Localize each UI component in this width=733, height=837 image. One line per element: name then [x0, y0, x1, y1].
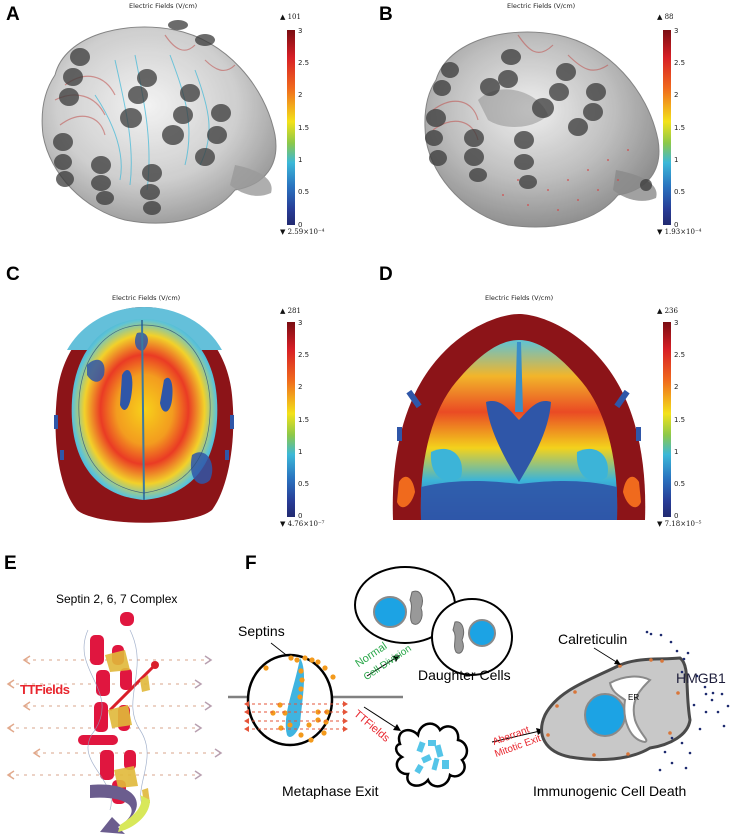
- panel-letter-a: A: [6, 4, 20, 25]
- panel-letter-c: C: [6, 264, 20, 285]
- panel-letter-b: B: [379, 4, 393, 25]
- panel-letter-e: E: [4, 553, 17, 574]
- panel-letter-d: D: [379, 264, 393, 285]
- colorbar-d: [663, 322, 671, 517]
- colorbar-max-b: ▲ 88: [657, 13, 674, 21]
- colorbar-max-c: ▲ 281: [280, 307, 301, 315]
- septin-complex-title: Septin 2, 6, 7 Complex: [56, 592, 178, 606]
- metaphase-exit-label: Metaphase Exit: [282, 783, 379, 799]
- coronal-field-map: [392, 314, 646, 520]
- hmgb1-label: HMGB1: [676, 670, 726, 686]
- head-model-3d-a: [41, 20, 277, 224]
- daughter-cells-label: Daughter Cells: [418, 667, 511, 683]
- er-label: ER: [628, 693, 640, 702]
- immunogenic-cell-death-label: Immunogenic Cell Death: [533, 783, 687, 799]
- colorbar-c: [287, 322, 295, 517]
- colorbar-max-d: ▲ 236: [657, 307, 678, 315]
- colorbar-min-a: ▼ 2.59×10⁻⁴: [280, 228, 325, 236]
- plot-title-a: Electric Fields (V/cm): [129, 2, 198, 10]
- colorbar-b: [663, 30, 671, 225]
- colorbar-a: [287, 30, 295, 225]
- head-model-3d-b: [424, 31, 660, 228]
- colorbar-min-c: ▼ 4.76×10⁻⁷: [280, 520, 325, 528]
- axial-field-map: [54, 307, 234, 523]
- plot-title-d: Electric Fields (V/cm): [485, 294, 554, 302]
- plot-title-c: Electric Fields (V/cm): [112, 294, 181, 302]
- panel-letter-f: F: [245, 553, 257, 574]
- calreticulin-label: Calreticulin: [558, 631, 628, 647]
- septin-complex-structure: [6, 612, 223, 834]
- plot-title-b: Electric Fields (V/cm): [507, 2, 576, 10]
- ttfields-label-e: TTFields: [20, 682, 70, 697]
- colorbar-min-b: ▼ 1.93×10⁻⁴: [657, 228, 702, 236]
- colorbar-max-a: ▲ 101: [280, 13, 301, 21]
- septins-label: Septins: [238, 623, 285, 639]
- colorbar-min-d: ▼ 7.18×10⁻⁵: [657, 520, 702, 528]
